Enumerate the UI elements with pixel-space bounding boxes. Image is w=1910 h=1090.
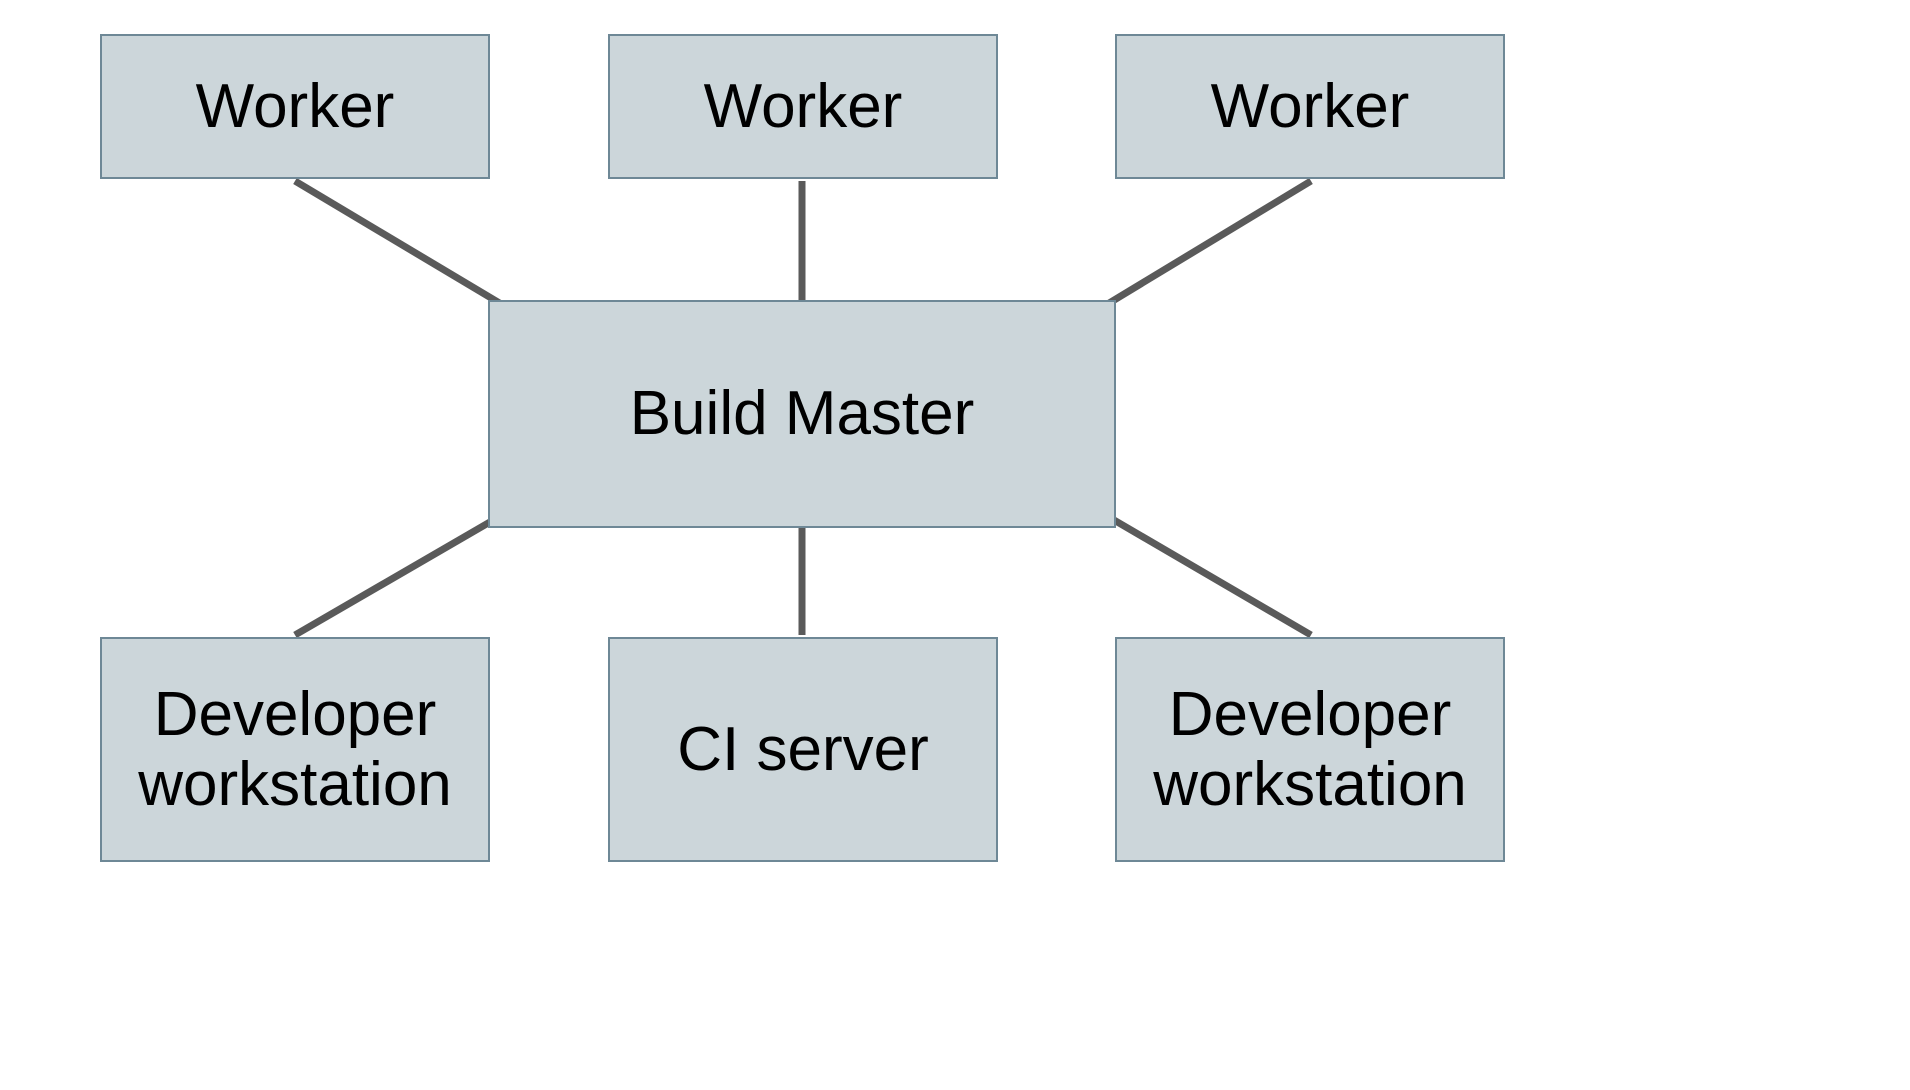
node-label: Worker bbox=[1210, 71, 1410, 141]
node-build-master[interactable]: Build Master bbox=[488, 300, 1116, 528]
node-label: Build Master bbox=[629, 379, 975, 449]
node-worker-mid[interactable]: Worker bbox=[608, 34, 998, 179]
node-worker-right[interactable]: Worker bbox=[1115, 34, 1505, 179]
node-label: Developer workstation bbox=[138, 680, 452, 819]
node-ci-server[interactable]: CI server bbox=[608, 637, 998, 862]
node-label: Worker bbox=[703, 71, 903, 141]
node-label: Developer workstation bbox=[1153, 680, 1467, 819]
node-developer-workstation-right[interactable]: Developer workstation bbox=[1115, 637, 1505, 862]
node-label: Worker bbox=[195, 71, 395, 141]
node-developer-workstation-left[interactable]: Developer workstation bbox=[100, 637, 490, 862]
node-worker-left[interactable]: Worker bbox=[100, 34, 490, 179]
node-label: CI server bbox=[677, 714, 929, 784]
